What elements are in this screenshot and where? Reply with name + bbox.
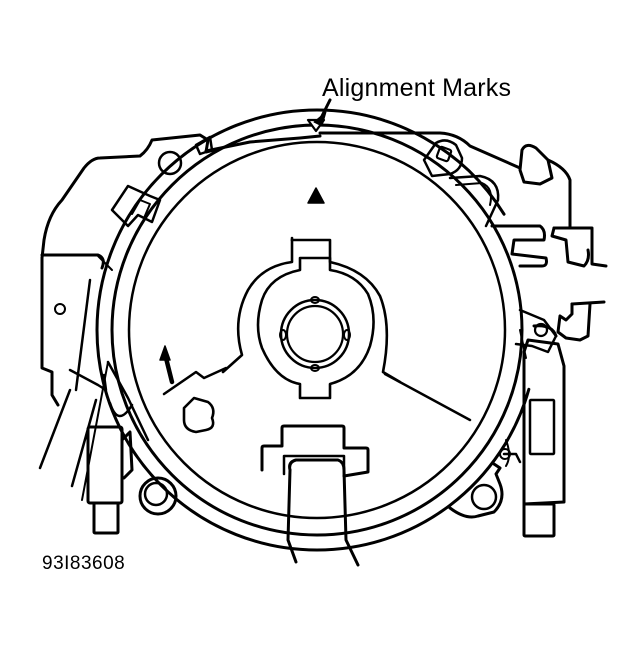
callout-leader-arrow-icon [314,100,330,126]
bracket-upper-left [112,186,160,226]
tab-upper-right [424,140,462,176]
cable-ribbon [288,460,358,565]
lower-solid-triangle-mark [308,188,324,203]
top-rim [206,133,570,228]
alignment-marks-label: Alignment Marks [322,74,512,102]
connector-post-left [88,427,132,533]
outer-ring [97,110,537,550]
hub-notch-left [280,330,286,340]
hub-notch-bottom [311,365,319,371]
mount-hole-upper-left [159,152,181,174]
middle-ring [112,125,522,535]
right-side-brackets [492,226,606,340]
right-boss-hole [535,324,547,336]
bolt-boss-left-inner [145,483,167,505]
bolt-boss-right-inner [472,485,496,509]
housing-left [42,135,214,405]
hub-boss [258,258,374,398]
rotor-spoke-right [385,374,470,420]
figure-id: 93I83608 [42,553,126,574]
hub-notch-right [344,330,350,340]
lower-connector [262,426,368,476]
cable-guide-upper-right [450,176,498,226]
small-hole-left [55,304,65,314]
hub-outer-circle [281,300,349,368]
inner-ring [129,142,505,518]
bolt-boss-right-outer [450,464,502,517]
hub-notch-top [311,297,319,303]
rotor-plate [223,238,400,382]
bolt-boss-left-outer [140,478,176,514]
connector-post-right [520,330,564,536]
rotor-spoke-left [164,368,226,394]
cam-lobe [184,398,213,432]
hub-inner-circle [287,306,343,362]
direction-arrow-icon [160,346,172,382]
